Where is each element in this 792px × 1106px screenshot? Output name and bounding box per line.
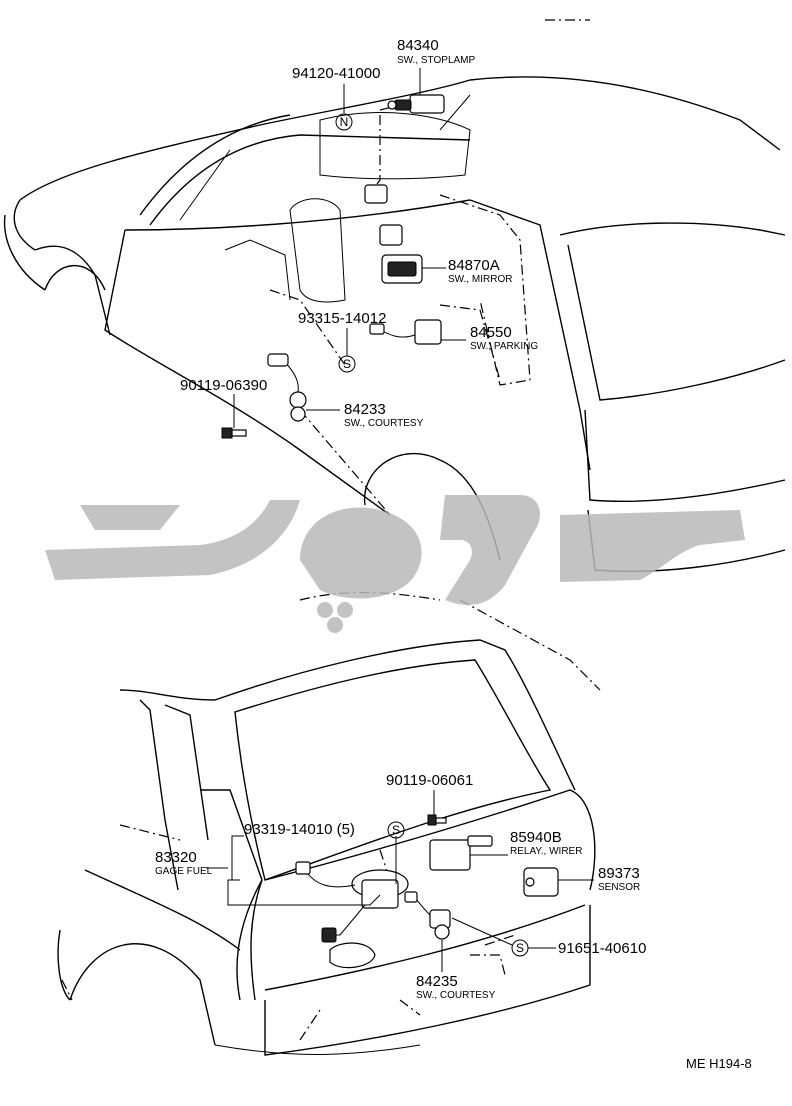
symbol-n: N <box>335 113 353 131</box>
symbol-s-bottom-1: S <box>387 821 405 839</box>
svg-text:S: S <box>516 941 524 955</box>
stoplamp-switch <box>387 94 445 114</box>
courtesy-switch-1 <box>267 353 307 422</box>
svg-text:S: S <box>392 823 400 837</box>
label-93319-14010: 93319-14010 (5) <box>244 821 355 838</box>
fuel-gage-unit <box>295 861 409 969</box>
relay-wiper <box>429 835 493 871</box>
bottom-leader-lines <box>206 790 594 972</box>
watermark-logo <box>45 495 745 633</box>
svg-text:S: S <box>343 357 351 371</box>
label-84233: 84233 <box>344 401 386 418</box>
reference-code: ME H194-8 <box>686 1056 752 1071</box>
bolt-90119-06061 <box>427 814 447 826</box>
label-84235: 84235 <box>416 973 458 990</box>
top-car-body <box>3 19 786 691</box>
top-leader-lines <box>233 68 466 428</box>
label-84340: 84340 <box>397 37 439 54</box>
desc-84233: SW., COURTESY <box>344 418 424 429</box>
mirror-switch <box>381 254 423 284</box>
label-91651-40610: 91651-40610 <box>558 940 646 957</box>
svg-text:N: N <box>340 115 349 129</box>
label-84870A: 84870A <box>448 257 500 274</box>
label-94120-41000: 94120-41000 <box>292 65 380 82</box>
symbol-s-bottom-2: S <box>511 939 529 957</box>
desc-85940B: RELAY., WIRER <box>510 846 582 857</box>
desc-84550: SW., PARKING <box>470 341 538 352</box>
label-83320: 83320 <box>155 849 197 866</box>
sensor-unit <box>523 867 559 897</box>
label-90119-06390: 90119-06390 <box>180 377 267 394</box>
desc-89373: SENSOR <box>598 882 640 893</box>
desc-84235: SW., COURTESY <box>416 990 496 1001</box>
desc-84340: SW., STOPLAMP <box>397 55 475 66</box>
symbol-s-top: S <box>338 355 356 373</box>
bolt-90119-06390 <box>221 427 247 439</box>
parking-switch <box>369 319 442 345</box>
label-85940B: 85940B <box>510 829 562 846</box>
label-84550: 84550 <box>470 324 512 341</box>
courtesy-switch-2 <box>404 891 451 940</box>
label-93315-14012: 93315-14012 <box>298 310 386 327</box>
desc-84870A: SW., MIRROR <box>448 274 512 285</box>
label-89373: 89373 <box>598 865 640 882</box>
bottom-car-body <box>57 639 596 1056</box>
bracket-lamp <box>364 184 403 246</box>
desc-83320: GAGE FUEL <box>155 866 213 877</box>
label-90119-06061: 90119-06061 <box>386 772 473 789</box>
